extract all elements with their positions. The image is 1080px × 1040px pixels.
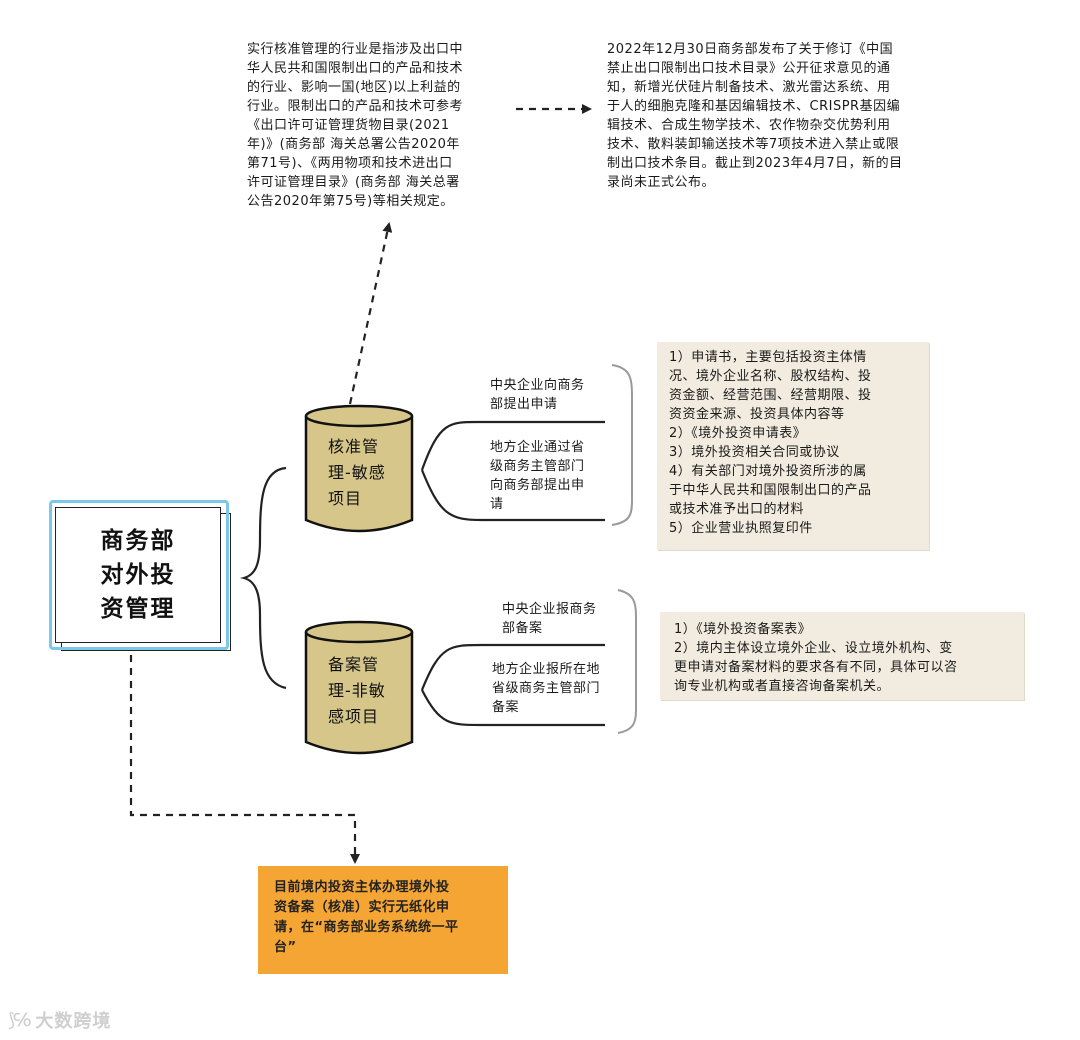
- approval-branch-bottom: [420, 469, 605, 522]
- watermark-logo-icon: ⟆℅: [8, 1009, 31, 1031]
- root-node[interactable]: 商务部对外投资管理: [55, 507, 221, 643]
- approval-bracket: [611, 364, 633, 526]
- filing-bracket: [617, 589, 637, 734]
- watermark: ⟆℅ 大数跨境: [8, 1006, 111, 1034]
- filing-node[interactable]: 备案管理-非敏感项目: [304, 620, 414, 758]
- filing-branch-local[interactable]: 地方企业报所在地省级商务主管部门备案: [492, 662, 601, 715]
- approval-node-label: 核准管理-敏感项目: [328, 437, 386, 508]
- approval-node-shape: [304, 404, 414, 533]
- approval-materials-note: 1）申请书，主要包括投资主体情 况、境外企业名称、股权结构、投 资金额、经营范围…: [657, 342, 929, 550]
- filing-branch-bottom: [421, 689, 605, 727]
- paperless-note: 目前境内投资主体办理境外投 资备案（核准）实行无纸化申 请，在“商务部业务系统统…: [274, 880, 459, 955]
- filing-node-shape: [304, 620, 414, 755]
- root-node-label: 商务部对外投资管理: [100, 528, 176, 622]
- approval-node[interactable]: 核准管理-敏感项目: [304, 404, 414, 536]
- filing-materials-note: 1）《境外投资备案表》 2）境内主体设立境外企业、设立境外机构、变 更申请对备案…: [660, 612, 1024, 700]
- filing-node-label: 备案管理-非敏感项目: [328, 655, 386, 726]
- catalog-update-note: 2022年12月30日商务部发布了关于修订《中国 禁止出口限制出口技术目录》公开…: [607, 42, 903, 190]
- filing-branch-top: [420, 643, 605, 691]
- watermark-text: 大数跨境: [35, 1011, 112, 1032]
- arrow-to-paperless-note: [129, 655, 360, 864]
- root-brace: [239, 466, 287, 690]
- approval-branch-top: [420, 420, 605, 471]
- arrow-to-scope-note: [348, 222, 393, 405]
- approval-branch-local[interactable]: 地方企业通过省级商务主管部门向商务部提出申请: [490, 440, 585, 512]
- root-node-selection-frame: [49, 500, 229, 650]
- approval-scope-note: 实行核准管理的行业是指涉及出口中 华人民共和国限制出口的产品和技术 的行业、影响…: [247, 42, 464, 209]
- filing-branch-central[interactable]: 中央企业报商务部备案: [502, 602, 597, 636]
- paperless-note-bg: [258, 866, 508, 974]
- approval-branch-central[interactable]: 中央企业向商务部提出申请: [490, 378, 585, 412]
